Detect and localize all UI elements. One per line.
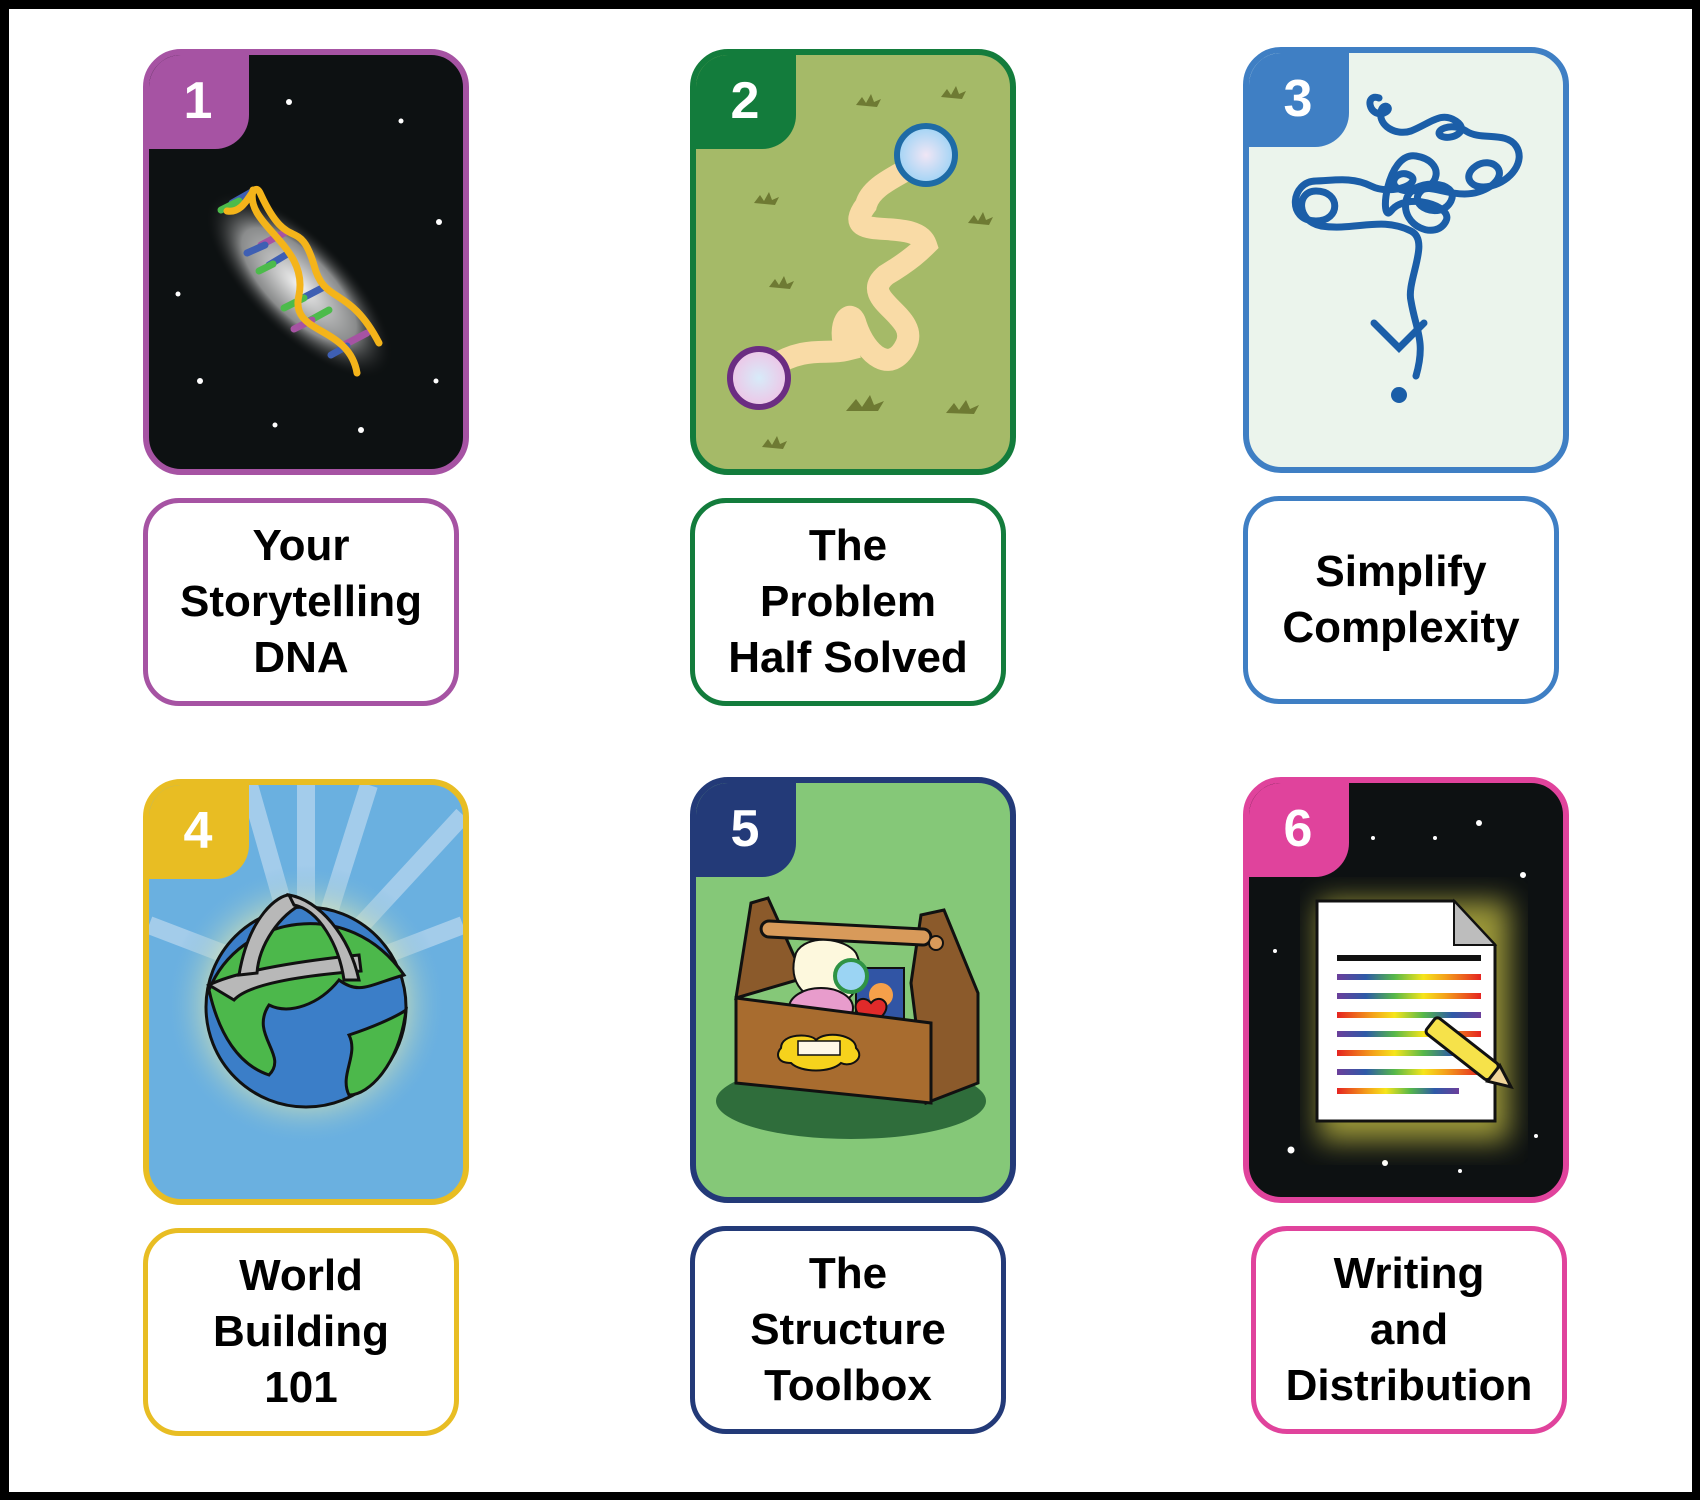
module-number-badge: 5 <box>696 783 796 877</box>
module-number-badge: 3 <box>1249 53 1349 147</box>
module-card-1[interactable]: 1 <box>143 49 469 475</box>
module-card-2[interactable]: 2 <box>690 49 1016 475</box>
module-title: The Structure Toolbox <box>750 1249 946 1410</box>
module-title: Your Storytelling DNA <box>179 521 423 682</box>
module-title: The Problem Half Solved <box>728 521 968 682</box>
tangled-line-icon <box>1291 93 1523 403</box>
dna-helix-icon <box>175 99 442 433</box>
module-number-badge: 6 <box>1249 783 1349 877</box>
modules-grid: 1 Your Storytelling DNA 2 <box>9 9 1692 1492</box>
module-title: Simplify Complexity <box>1282 547 1520 652</box>
module-title-box-2[interactable]: The Problem Half Solved <box>690 498 1006 706</box>
module-card-5[interactable]: 5 <box>690 777 1016 1203</box>
module-title-box-3[interactable]: Simplify Complexity <box>1243 496 1559 704</box>
module-title: World Building 101 <box>213 1251 389 1412</box>
module-title-box-1[interactable]: Your Storytelling DNA <box>143 498 459 706</box>
module-number-badge: 1 <box>149 55 249 149</box>
toolbox-icon <box>716 896 986 1139</box>
module-title: Writing and Distribution <box>1285 1249 1533 1410</box>
globe-icon <box>149 785 463 1145</box>
document-pencil-icon <box>1273 820 1538 1173</box>
module-number-badge: 4 <box>149 785 249 879</box>
module-title-box-6[interactable]: Writing and Distribution <box>1251 1226 1567 1434</box>
module-card-6[interactable]: 6 <box>1243 777 1569 1203</box>
module-number-badge: 2 <box>696 55 796 149</box>
module-card-4[interactable]: 4 <box>143 779 469 1205</box>
module-title-box-4[interactable]: World Building 101 <box>143 1228 459 1436</box>
module-card-3[interactable]: 3 <box>1243 47 1569 473</box>
winding-path-icon <box>727 86 993 449</box>
module-title-box-5[interactable]: The Structure Toolbox <box>690 1226 1006 1434</box>
